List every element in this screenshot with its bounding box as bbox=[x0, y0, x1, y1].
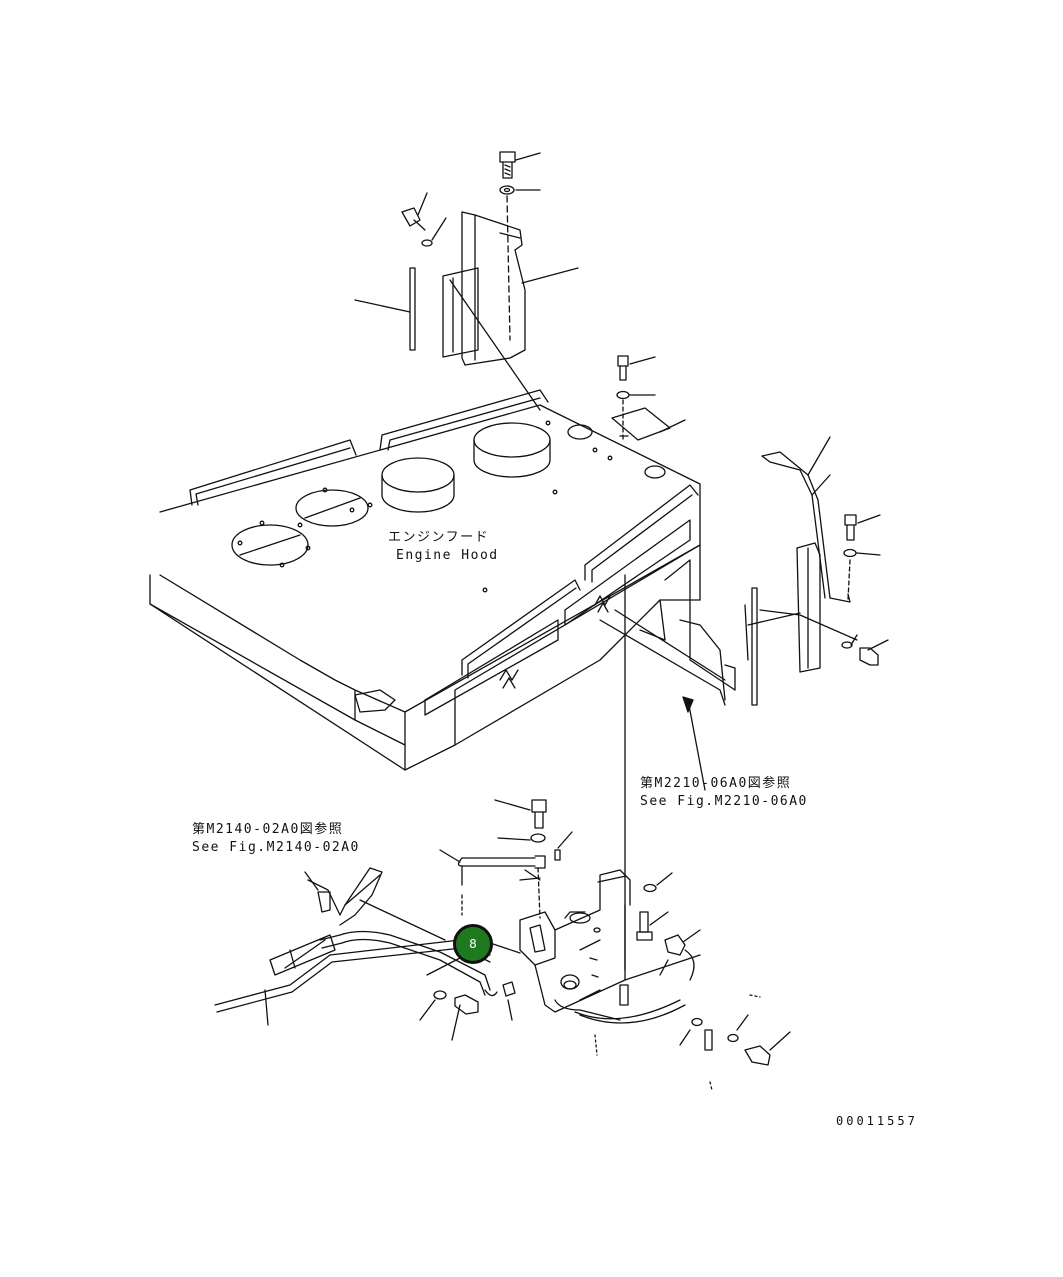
engine-hood-label-jp: エンジンフード bbox=[388, 530, 490, 545]
reference-label-m2210-jp: 第M2210-06A0図参照 bbox=[640, 776, 792, 791]
reference-label-m2210-en: See Fig.M2210-06A0 bbox=[640, 794, 808, 809]
lower-assembly bbox=[214, 574, 791, 1091]
top-bracket-assembly bbox=[354, 151, 579, 411]
marker-leader-line bbox=[492, 943, 521, 954]
reference-label-m2140-en: See Fig.M2140-02A0 bbox=[192, 840, 360, 855]
right-side-bracket bbox=[744, 436, 889, 706]
engine-hood bbox=[149, 389, 736, 771]
callout-marker-8[interactable]: 8 bbox=[453, 924, 493, 964]
engine-hood-label-en: Engine Hood bbox=[396, 548, 499, 563]
reference-label-m2140-jp: 第M2140-02A0図参照 bbox=[192, 822, 344, 837]
cover-plate-assembly bbox=[611, 355, 686, 441]
drawing-number: 00011557 bbox=[836, 1114, 918, 1128]
